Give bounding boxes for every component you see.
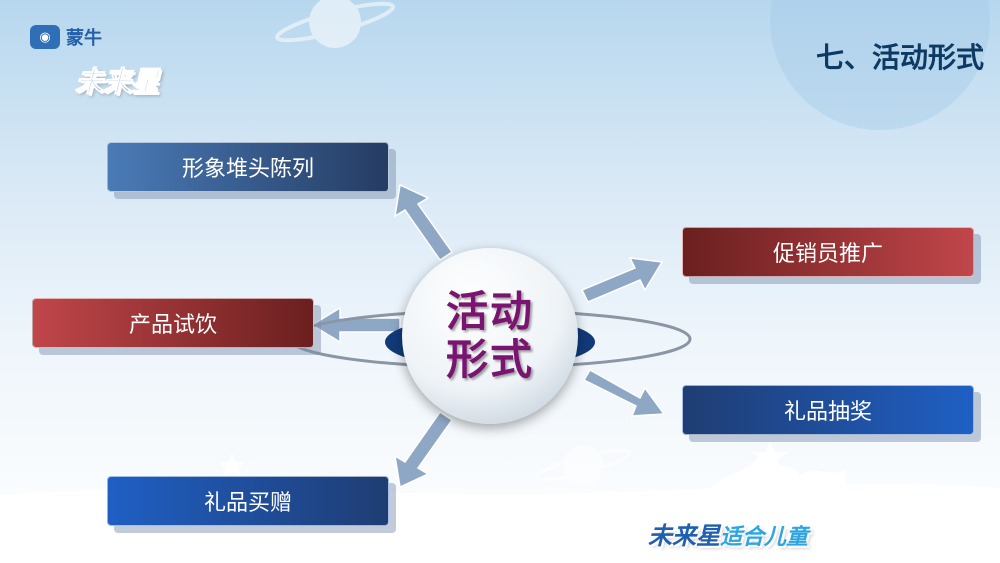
slogan-brand: 未来星 [648, 522, 720, 550]
arrow-to-top-left [394, 183, 454, 262]
activity-label: 礼品抽奖 [783, 400, 872, 425]
activity-label: 形象堆头陈列 [181, 157, 314, 182]
planet-decoration-bottom [535, 445, 631, 485]
arrows [310, 183, 666, 489]
activity-label: 产品试饮 [128, 313, 217, 338]
bottom-slogan: 未来星适合儿童 [648, 516, 808, 551]
slogan-tagline: 适合儿童 [720, 525, 809, 550]
planet-decoration-large [770, 0, 990, 130]
activity-label: 促销员推广 [772, 242, 883, 267]
milk-splash [700, 455, 847, 510]
activity-tasting-box: 产品试饮 [32, 298, 314, 348]
page-title: 七、活动形式 [815, 41, 984, 74]
activity-label: 礼品买赠 [203, 491, 292, 516]
product-logo: 未来星 [74, 65, 160, 99]
center-label-line1: 活动 [445, 286, 534, 336]
center-label: 活动 形式 [445, 286, 534, 385]
arrow-to-bottom-left [394, 410, 454, 489]
company-logo-icon: ◉ [30, 25, 60, 49]
planet-decoration [274, 0, 396, 48]
activity-promoter-box: 促销员推广 [682, 227, 974, 277]
company-name: 蒙牛 [66, 28, 102, 49]
center-hub: 活动 形式 [402, 248, 578, 424]
arrow-to-bottom-right [582, 368, 666, 417]
arrow-to-top-right [580, 257, 664, 303]
star-decoration [218, 452, 246, 478]
activity-gift-purchase-box: 礼品买赠 [107, 476, 389, 526]
arrow-to-left [310, 306, 401, 344]
activity-lottery-box: 礼品抽奖 [682, 385, 974, 435]
activity-display-box: 形象堆头陈列 [107, 142, 389, 192]
center-label-line2: 形式 [445, 335, 534, 384]
company-brand: ◉ 蒙牛 [30, 24, 102, 50]
